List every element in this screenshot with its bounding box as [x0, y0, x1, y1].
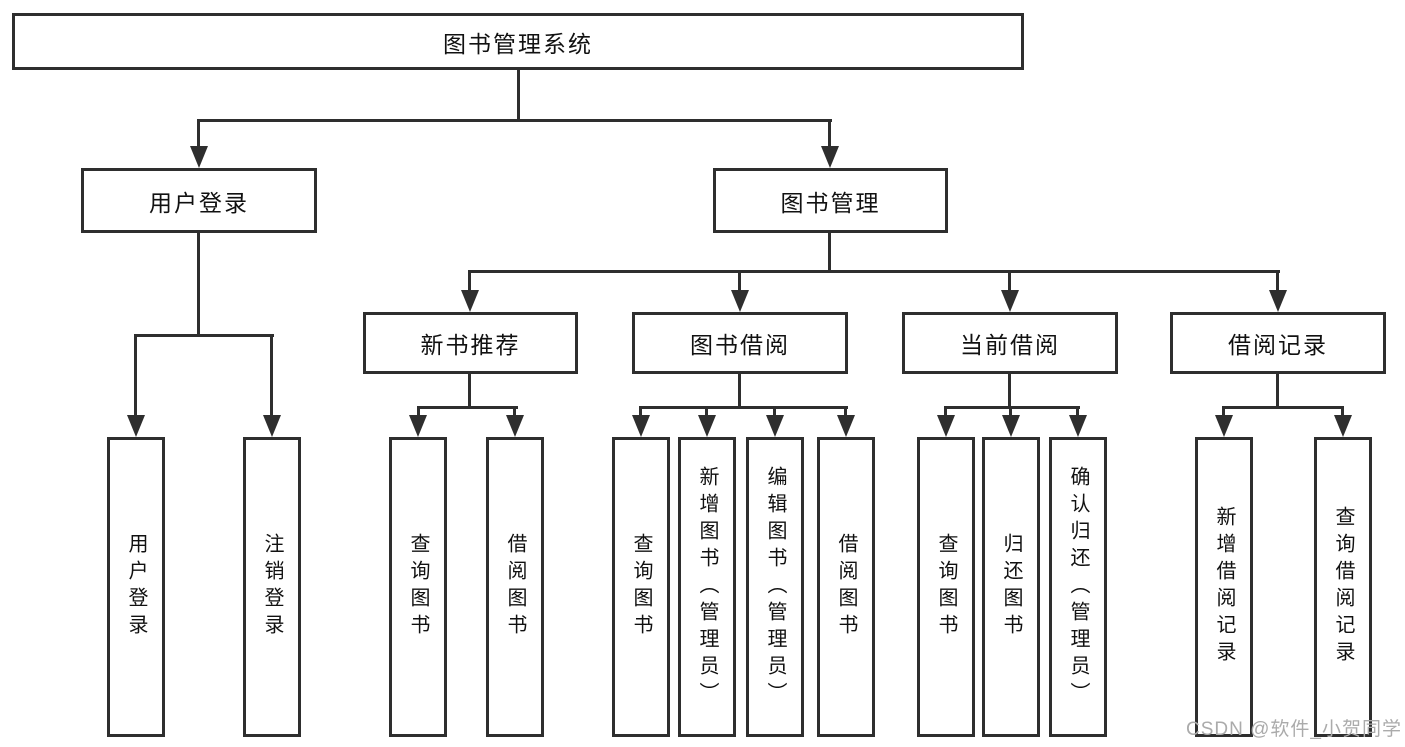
connector-level3-span [468, 270, 1280, 273]
arrow-down-icon [1001, 290, 1019, 312]
arrow-down-icon [1215, 415, 1233, 437]
connector-current-borrow-span [944, 406, 1080, 409]
arrow-down-icon [506, 415, 524, 437]
connector-borrow-record-span [1222, 406, 1344, 409]
connector-book-mgmt-trunk [828, 233, 831, 271]
connector-drop [1076, 406, 1079, 418]
node-library-system: 图书管理系统 [12, 13, 1024, 70]
connector-user-login-span [134, 334, 274, 337]
connector-drop-user-login [197, 119, 200, 150]
leaf-user-login: 用户登录 [107, 437, 165, 737]
connector-drop [705, 406, 708, 418]
leaf-logout: 注销登录 [243, 437, 301, 737]
connector-book-borrow-trunk [738, 374, 741, 407]
connector-drop [639, 406, 642, 418]
node-borrow-records: 借阅记录 [1170, 312, 1386, 374]
connector-borrow-record-trunk [1276, 374, 1279, 407]
arrow-down-icon [1002, 415, 1020, 437]
arrow-down-icon [698, 415, 716, 437]
connector-drop-logout-leaf [270, 334, 273, 418]
connector-drop-new-book-rec [468, 270, 471, 292]
connector-root-trunk [517, 70, 520, 120]
connector-drop [513, 406, 516, 418]
connector-new-book-span [417, 406, 518, 409]
leaf-edit-book-admin: 编辑图书（管理员） [746, 437, 804, 737]
connector-drop [1341, 406, 1344, 418]
arrow-down-icon [632, 415, 650, 437]
node-user-login: 用户登录 [81, 168, 317, 233]
connector-book-borrow-span [639, 406, 848, 409]
connector-user-login-trunk [197, 233, 200, 337]
leaf-query-books-1: 查询图书 [389, 437, 447, 737]
arrow-down-icon [766, 415, 784, 437]
arrow-down-icon [1269, 290, 1287, 312]
leaf-query-books-3: 查询图书 [917, 437, 975, 737]
connector-drop [1222, 406, 1225, 418]
connector-drop-book-borrow [738, 270, 741, 292]
connector-drop-login-leaf [134, 334, 137, 418]
arrow-down-icon [1069, 415, 1087, 437]
arrow-down-icon [821, 146, 839, 168]
connector-drop [844, 406, 847, 418]
leaf-query-borrow-record: 查询借阅记录 [1314, 437, 1372, 737]
connector-drop [773, 406, 776, 418]
arrow-down-icon [127, 415, 145, 437]
leaf-return-book: 归还图书 [982, 437, 1040, 737]
connector-drop [944, 406, 947, 418]
arrow-down-icon [937, 415, 955, 437]
leaf-query-books-2: 查询图书 [612, 437, 670, 737]
arrow-down-icon [731, 290, 749, 312]
leaf-confirm-return-admin: 确认归还（管理员） [1049, 437, 1107, 737]
connector-drop-current-borrow [1008, 270, 1011, 292]
arrow-down-icon [409, 415, 427, 437]
arrow-down-icon [263, 415, 281, 437]
connector-new-book-trunk [468, 374, 471, 407]
leaf-add-book-admin: 新增图书（管理员） [678, 437, 736, 737]
connector-current-borrow-trunk [1008, 374, 1011, 407]
node-new-book-recommend: 新书推荐 [363, 312, 578, 374]
leaf-borrow-books-2: 借阅图书 [817, 437, 875, 737]
arrow-down-icon [190, 146, 208, 168]
watermark-text: CSDN @软件_小贺同学 [1186, 719, 1402, 740]
connector-drop-borrow-record [1276, 270, 1279, 292]
node-book-borrow: 图书借阅 [632, 312, 848, 374]
connector-drop-book-mgmt [828, 119, 831, 150]
arrow-down-icon [1334, 415, 1352, 437]
arrow-down-icon [837, 415, 855, 437]
node-book-management: 图书管理 [713, 168, 948, 233]
arrow-down-icon [461, 290, 479, 312]
connector-drop [417, 406, 420, 418]
connector-drop [1009, 406, 1012, 418]
leaf-borrow-books-1: 借阅图书 [486, 437, 544, 737]
leaf-add-borrow-record: 新增借阅记录 [1195, 437, 1253, 737]
node-current-borrow: 当前借阅 [902, 312, 1118, 374]
connector-root-span [197, 119, 832, 122]
